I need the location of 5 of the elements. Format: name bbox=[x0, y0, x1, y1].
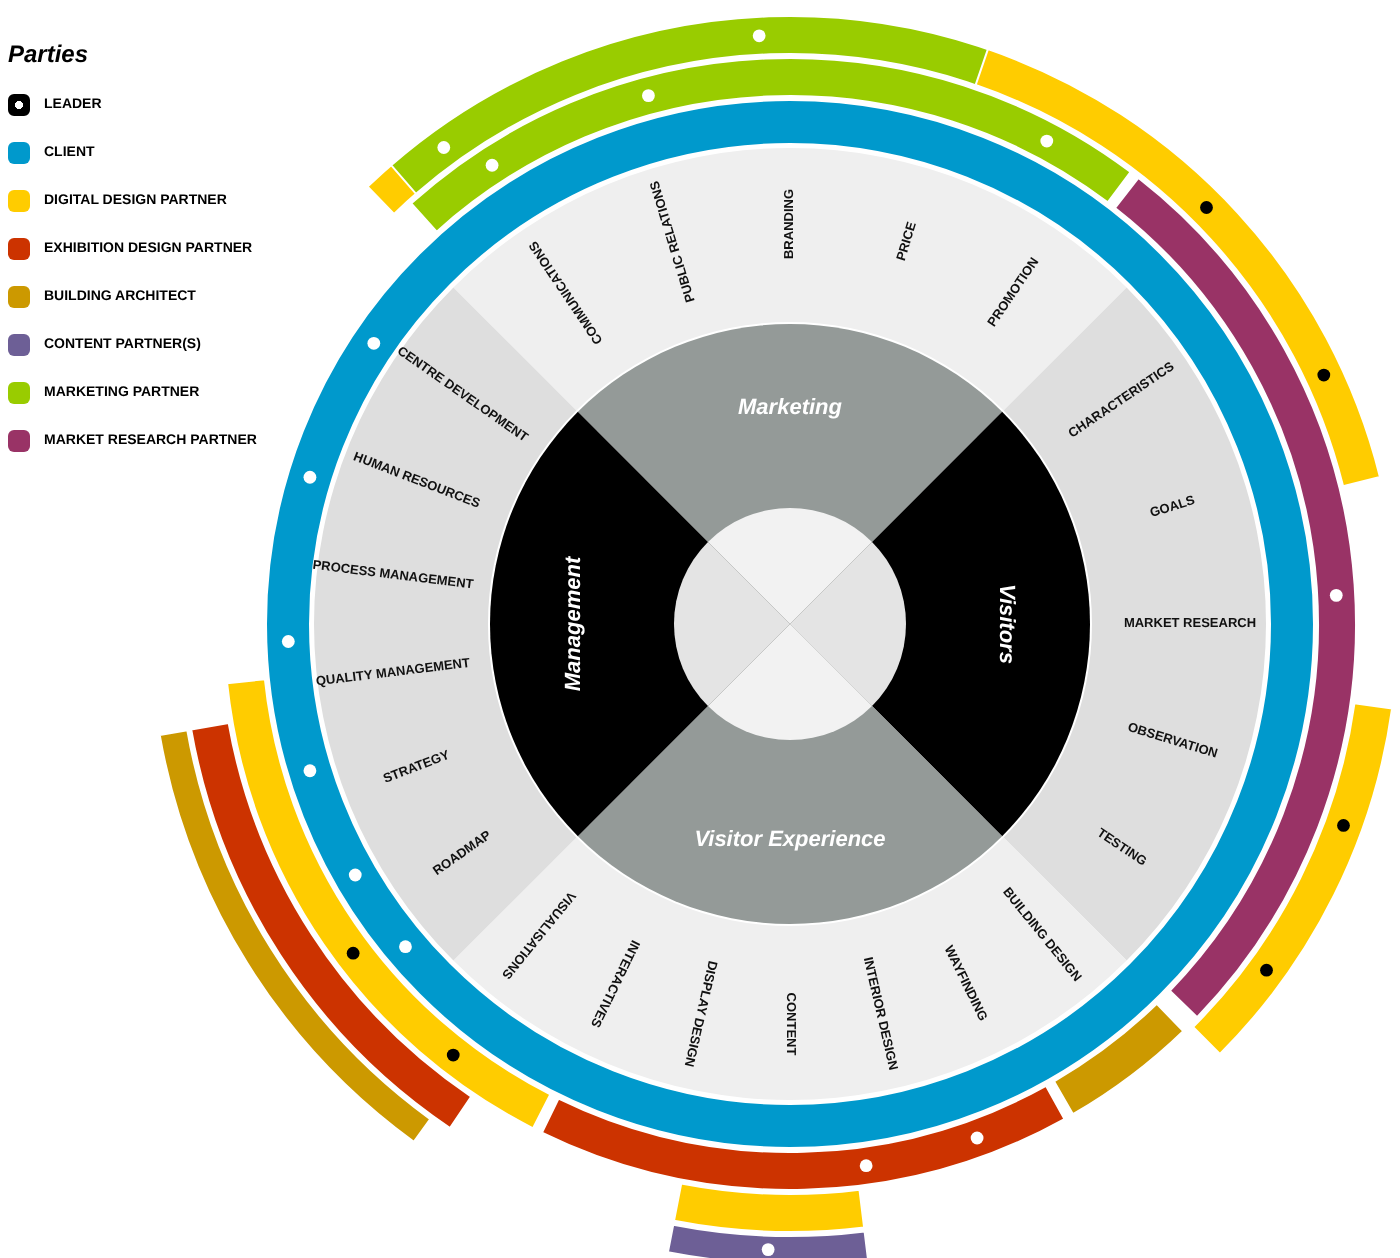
quadrant-title: Management bbox=[561, 556, 586, 692]
quadrant-title: Visitors bbox=[994, 584, 1019, 664]
quadrant-title: Marketing bbox=[738, 395, 842, 420]
quadrant-title: Visitor Experience bbox=[694, 827, 886, 852]
legend-title: Parties bbox=[8, 40, 89, 68]
